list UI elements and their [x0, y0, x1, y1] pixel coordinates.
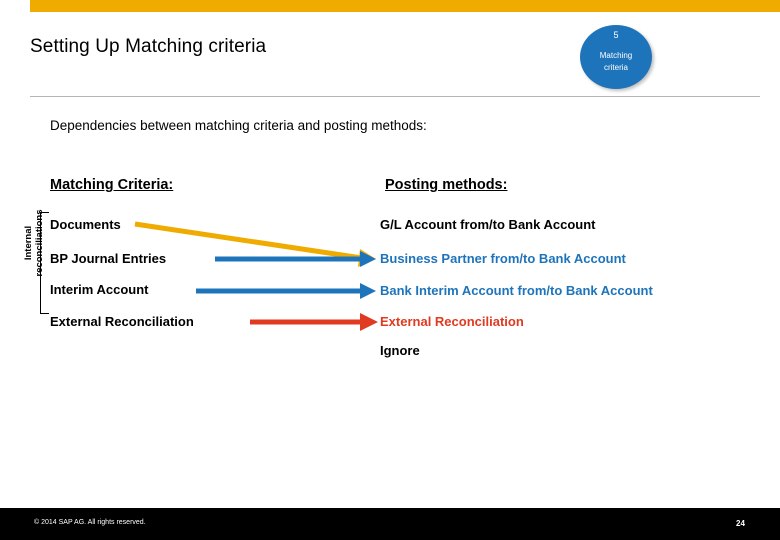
chapter-badge-number: 5 [613, 30, 619, 40]
posting-method-business-partner: Business Partner from/to Bank Account [380, 251, 626, 266]
side-label-line2: reconciliations [34, 209, 45, 277]
side-label: Internal reconciliations [23, 201, 45, 285]
footer-copyright: © 2014 SAP AG. All rights reserved. [34, 519, 146, 526]
posting-method-external-reconciliation: External Reconciliation [380, 314, 524, 329]
chapter-badge-line2: criteria [603, 63, 628, 72]
criteria-item-documents: Documents [50, 217, 121, 232]
column-header-matching-criteria: Matching Criteria: [50, 177, 174, 193]
title-divider [30, 96, 760, 97]
criteria-item-external-reconciliation: External Reconciliation [50, 314, 194, 329]
group-bracket [40, 212, 49, 314]
arrow-blue-1 [215, 251, 376, 267]
posting-method-gl-account: G/L Account from/to Bank Account [380, 217, 596, 232]
top-accent-bar [30, 0, 780, 12]
posting-method-bank-interim-account: Bank Interim Account from/to Bank Accoun… [380, 283, 653, 298]
chapter-badge: 5 Matching criteria [580, 25, 652, 89]
criteria-item-interim-account: Interim Account [50, 282, 149, 297]
arrow-yellow [134, 221, 376, 267]
column-header-posting-methods: Posting methods: [385, 177, 508, 193]
page-title: Setting Up Matching criteria [30, 36, 267, 57]
arrow-red [250, 313, 378, 331]
chapter-badge-line1: Matching [599, 51, 633, 60]
arrow-blue-2 [196, 283, 376, 299]
subtitle: Dependencies between matching criteria a… [50, 118, 427, 133]
footer-bar [0, 508, 780, 540]
footer-page-number: 24 [736, 519, 745, 528]
criteria-item-bp-journal-entries: BP Journal Entries [50, 251, 167, 266]
posting-method-ignore: Ignore [380, 343, 420, 358]
side-label-line1: Internal [23, 225, 34, 261]
